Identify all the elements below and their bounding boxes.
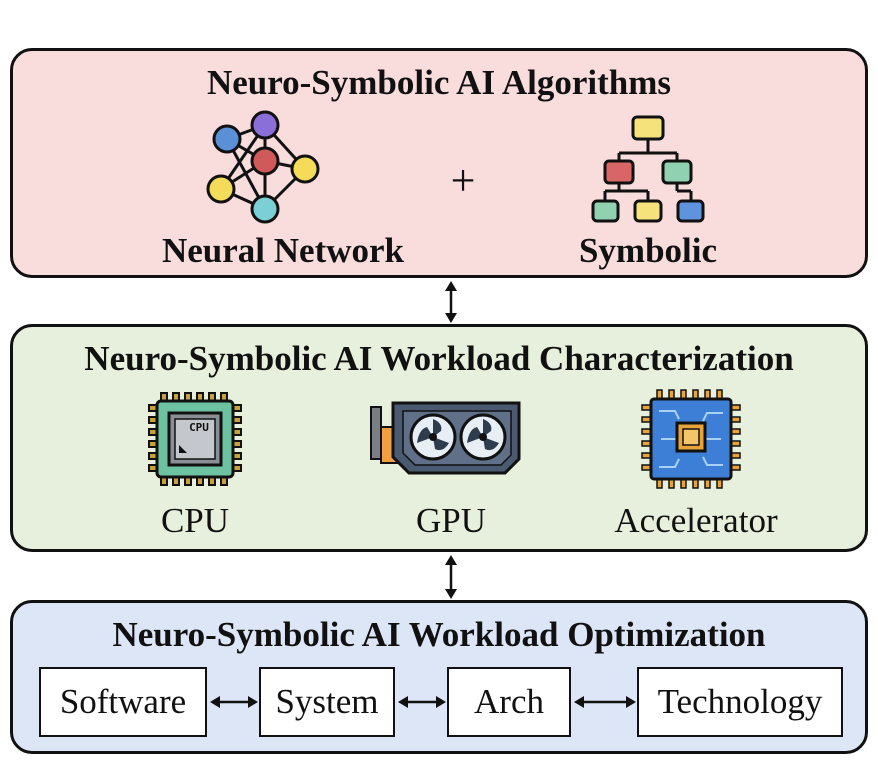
system-box: System — [259, 667, 395, 737]
algorithms-title: Neuro-Symbolic AI Algorithms — [206, 63, 672, 102]
characterization-panel: Neuro-Symbolic AI Workload Characterizat… — [10, 324, 868, 552]
software-system-arrow — [210, 696, 258, 708]
system-arch-arrow — [398, 696, 446, 708]
plus-sign: + — [450, 156, 476, 205]
algorithms-panel: Neuro-Symbolic AI Algorithms Neural Netw… — [10, 48, 868, 278]
characterization-optimization-arrow — [445, 555, 457, 599]
characterization-title: Neuro-Symbolic AI Workload Characterizat… — [84, 339, 794, 378]
technology-box: Technology — [637, 667, 843, 737]
cpu-chip-text: CPU — [189, 421, 209, 434]
neural-network-icon — [206, 110, 320, 224]
optimization-title: Neuro-Symbolic AI Workload Optimization — [112, 615, 766, 654]
gpu-label: GPU — [415, 501, 487, 540]
neural-network-label: Neural Network — [161, 231, 405, 270]
arch-technology-arrow — [574, 696, 636, 708]
symbolic-tree-icon — [591, 115, 705, 223]
software-box: Software — [39, 667, 207, 737]
cpu-label: CPU — [160, 501, 230, 540]
algorithms-characterization-arrow — [445, 281, 457, 323]
optimization-panel: Neuro-Symbolic AI Workload Optimization … — [10, 600, 868, 754]
symbolic-label: Symbolic — [578, 231, 718, 270]
cpu-icon: CPU — [148, 392, 242, 486]
arch-box: Arch — [447, 667, 571, 737]
accelerator-icon — [641, 389, 741, 489]
accelerator-label: Accelerator — [614, 501, 778, 540]
gpu-icon — [370, 401, 521, 475]
